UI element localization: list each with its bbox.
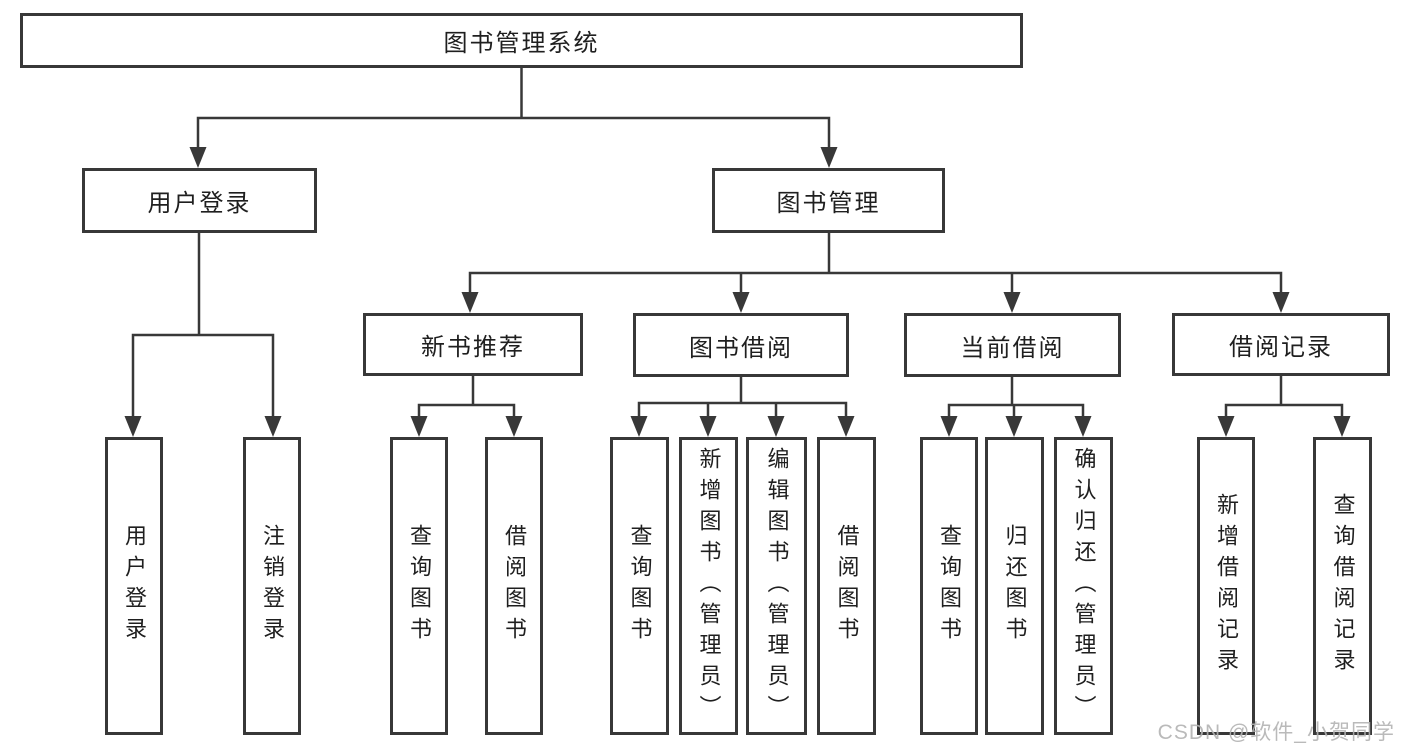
arrowhead — [820, 147, 838, 168]
leaf-query-borrow-record: 查询借阅记录 — [1313, 437, 1372, 735]
arrowhead — [264, 416, 282, 437]
arrowhead — [1003, 292, 1021, 313]
edge-bookmgmt-to-level3 — [468, 231, 1283, 298]
arrowhead — [505, 416, 523, 437]
node-new-book-recommendation: 新书推荐 — [363, 313, 583, 376]
node-user-login: 用户登录 — [82, 168, 317, 233]
node-book-borrowing: 图书借阅 — [633, 313, 849, 377]
leaf-user-login: 用户登录 — [105, 437, 163, 735]
node-current-borrowing: 当前借阅 — [904, 313, 1121, 377]
edge-root-to-level2 — [196, 66, 831, 152]
leaf-return-book: 归还图书 — [985, 437, 1044, 735]
arrowhead — [940, 416, 958, 437]
arrowhead — [124, 416, 142, 437]
leaf-query-books-current: 查询图书 — [920, 437, 978, 735]
arrowhead — [699, 416, 717, 437]
arrowhead — [410, 416, 428, 437]
edge-newbookrec-to-leaves — [417, 374, 516, 422]
arrowhead — [732, 292, 750, 313]
leaf-confirm-return-admin: 确认归还（管理员） — [1054, 437, 1113, 735]
leaf-logout: 注销登录 — [243, 437, 301, 735]
node-borrowing-records: 借阅记录 — [1172, 313, 1390, 376]
arrowhead — [1074, 416, 1092, 437]
arrowhead — [1217, 416, 1235, 437]
arrowhead — [837, 416, 855, 437]
arrowhead — [630, 416, 648, 437]
arrowhead — [189, 147, 207, 168]
leaf-query-books-recommendation: 查询图书 — [390, 437, 448, 735]
leaf-query-books-borrowing: 查询图书 — [610, 437, 669, 735]
edge-userlogin-to-leaves — [131, 231, 275, 422]
node-library-management-system: 图书管理系统 — [20, 13, 1023, 68]
leaf-edit-book-admin: 编辑图书（管理员） — [746, 437, 807, 735]
edge-borrowrecord-to-leaves — [1224, 374, 1344, 422]
node-book-management: 图书管理 — [712, 168, 945, 233]
leaf-add-book-admin: 新增图书（管理员） — [679, 437, 738, 735]
leaf-add-borrow-record: 新增借阅记录 — [1197, 437, 1255, 735]
edge-bookborrow-to-leaves — [637, 375, 848, 422]
watermark: CSDN @软件_小贺同学 — [1157, 721, 1395, 744]
leaf-borrow-books-borrowing: 借阅图书 — [817, 437, 876, 735]
arrowhead — [767, 416, 785, 437]
arrowhead — [461, 292, 479, 313]
arrowhead — [1272, 292, 1290, 313]
leaf-borrow-books-recommendation: 借阅图书 — [485, 437, 543, 735]
arrowhead — [1005, 416, 1023, 437]
edge-currentborrow-to-leaves — [947, 375, 1085, 422]
arrowheads — [124, 147, 1351, 437]
arrowhead — [1333, 416, 1351, 437]
